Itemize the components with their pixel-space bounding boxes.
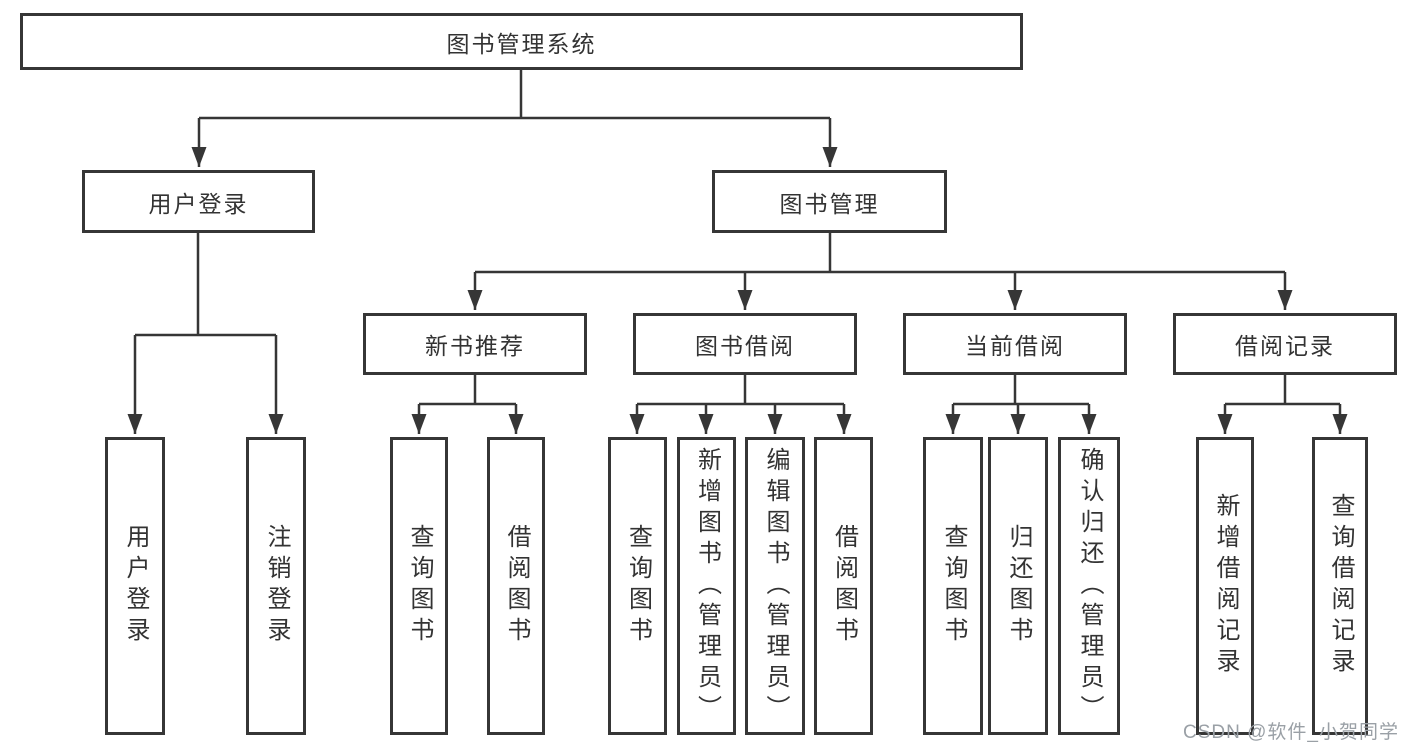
- leaf-borrow-book: 借阅图书: [814, 437, 873, 735]
- node-current-borrow-label: 当前借阅: [965, 333, 1065, 359]
- node-book-mgmt-label: 图书管理: [779, 190, 880, 217]
- leaf-add-book-admin-label: 新增图书（管理员）: [693, 446, 721, 726]
- leaf-edit-book-admin-label: 编辑图书（管理员）: [762, 446, 789, 726]
- leaf-query-borrow-record: 查询借阅记录: [1312, 437, 1368, 735]
- leaf-add-borrow-record-label: 新增借阅记录: [1212, 493, 1239, 679]
- leaf-return-book: 归还图书: [988, 437, 1048, 735]
- node-user-login: 用户登录: [82, 170, 315, 233]
- leaf-borrow-query-book-label: 查询图书: [624, 524, 652, 648]
- leaf-logout-label: 注销登录: [263, 524, 290, 648]
- leaf-user-login: 用户登录: [105, 437, 165, 735]
- leaf-logout: 注销登录: [246, 437, 306, 735]
- node-root-label: 图书管理系统: [446, 30, 597, 57]
- leaf-rec-query-book: 查询图书: [390, 437, 448, 735]
- leaf-confirm-return-admin: 确认归还（管理员）: [1058, 437, 1120, 735]
- node-book-borrow: 图书借阅: [633, 313, 857, 375]
- leaf-current-query-book: 查询图书: [923, 437, 983, 735]
- node-borrow-records: 借阅记录: [1173, 313, 1397, 375]
- leaf-query-borrow-record-label: 查询借阅记录: [1327, 493, 1354, 679]
- node-book-borrow-label: 图书借阅: [695, 333, 795, 359]
- leaf-edit-book-admin: 编辑图书（管理员）: [745, 437, 805, 735]
- leaf-current-query-book-label: 查询图书: [940, 524, 967, 648]
- node-new-book-rec: 新书推荐: [363, 313, 587, 375]
- node-borrow-records-label: 借阅记录: [1235, 333, 1335, 359]
- leaf-add-book-admin: 新增图书（管理员）: [677, 437, 736, 735]
- leaf-rec-borrow-book-label: 借阅图书: [503, 524, 530, 648]
- leaf-rec-query-book-label: 查询图书: [406, 524, 433, 648]
- node-book-mgmt: 图书管理: [712, 170, 947, 233]
- leaf-add-borrow-record: 新增借阅记录: [1196, 437, 1254, 735]
- csdn-watermark: CSDN @软件_小贺同学: [1183, 722, 1399, 743]
- leaf-rec-borrow-book: 借阅图书: [487, 437, 545, 735]
- leaf-user-login-label: 用户登录: [122, 524, 149, 648]
- leaf-borrow-book-label: 借阅图书: [830, 524, 858, 648]
- node-user-login-label: 用户登录: [148, 190, 249, 217]
- node-new-book-rec-label: 新书推荐: [425, 333, 525, 359]
- leaf-borrow-query-book: 查询图书: [608, 437, 667, 735]
- leaf-confirm-return-admin-label: 确认归还（管理员）: [1076, 446, 1103, 726]
- node-root: 图书管理系统: [20, 13, 1023, 70]
- node-current-borrow: 当前借阅: [903, 313, 1127, 375]
- leaf-return-book-label: 归还图书: [1005, 524, 1032, 648]
